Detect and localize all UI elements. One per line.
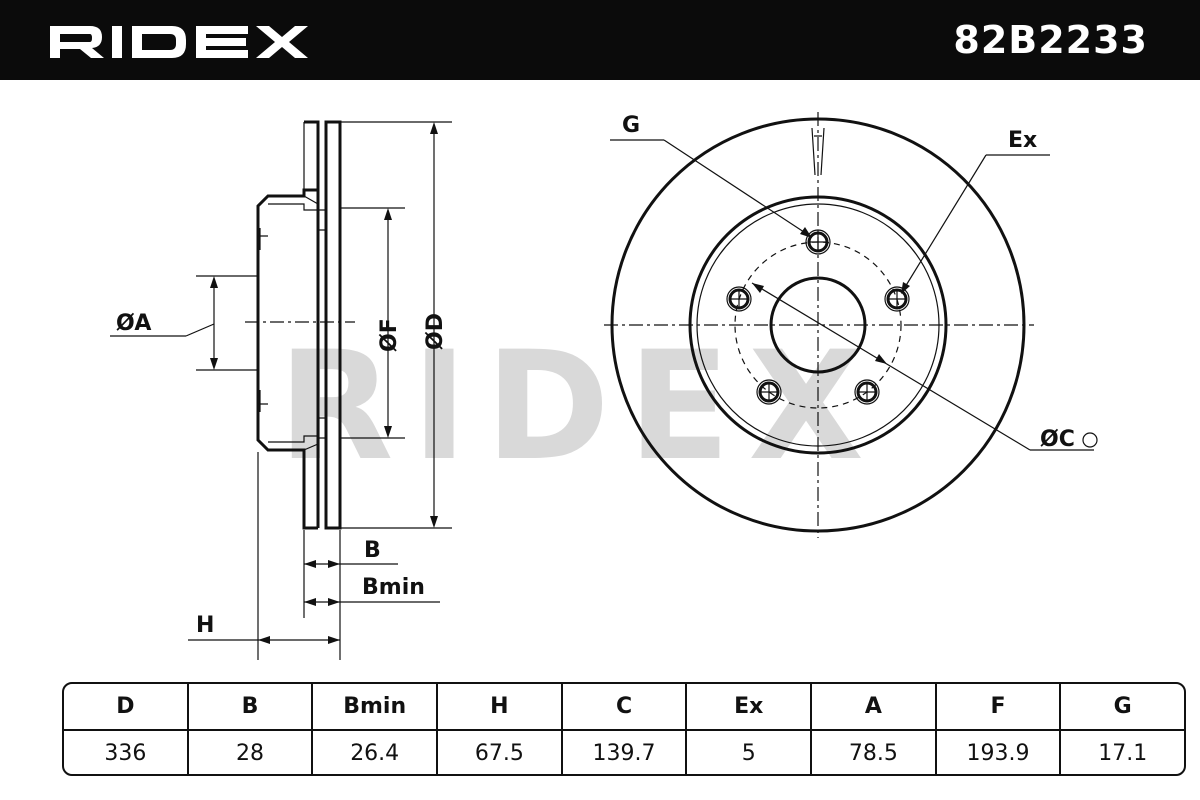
- ridex-logo: [50, 26, 308, 58]
- header-bar: 82B2233: [0, 0, 1200, 80]
- spec-value-d: 336: [64, 731, 189, 774]
- label-dia-c: ØC: [1040, 427, 1075, 452]
- spec-header-g: G: [1113, 694, 1132, 719]
- spec-value-h: 67.5: [438, 731, 563, 774]
- spec-value-f: 193.9: [937, 731, 1062, 774]
- spec-value-b: 28: [189, 731, 314, 774]
- label-ex: Ex: [1008, 128, 1037, 153]
- spec-table-header-row: D B Bmin H C Ex A F G: [64, 684, 1184, 731]
- spec-header-ex: Ex: [687, 684, 813, 729]
- spec-header-h: H: [438, 684, 563, 729]
- spec-value-g: 17.1: [1098, 741, 1148, 766]
- registered-mark-icon: [1082, 432, 1098, 448]
- spec-header-b: B: [189, 684, 314, 729]
- spec-table-value-row: 336 28 26.4 67.5 139.7 5 78.5 193.9 17.1: [64, 731, 1184, 774]
- label-dia-f: ØF: [377, 318, 402, 352]
- bolt-hole-5: [726, 286, 752, 312]
- label-b: B: [364, 538, 381, 563]
- side-view: ØA ØF ØD B Bmin H: [110, 120, 452, 660]
- watermark-text: RIDEX: [278, 320, 882, 494]
- spec-value-c: 139.7: [563, 731, 688, 774]
- label-dia-a: ØA: [116, 311, 151, 336]
- bolt-hole-3: [854, 379, 880, 405]
- spec-header-a: A: [812, 684, 937, 729]
- label-bmin: Bmin: [362, 575, 425, 600]
- bolt-hole-1: [805, 229, 831, 255]
- spec-header-f: F: [937, 684, 1062, 729]
- spec-header-bmin: Bmin: [313, 684, 439, 729]
- label-g: G: [622, 113, 640, 138]
- spec-header-c: C: [563, 684, 688, 729]
- spec-table: D B Bmin H C Ex A F G 336 28 26.4 67.5 1…: [62, 682, 1186, 776]
- front-view: G Ex ØC: [604, 112, 1098, 538]
- spec-value-a: 78.5: [812, 731, 937, 774]
- spec-value-bmin: 26.4: [313, 731, 439, 774]
- label-h: H: [196, 613, 214, 638]
- spec-header-d: D: [64, 684, 189, 729]
- spec-value-ex: 5: [687, 731, 813, 774]
- bolt-hole-2: [884, 286, 910, 312]
- label-dia-d: ØD: [423, 313, 448, 350]
- part-number: 82B2233: [953, 18, 1148, 62]
- technical-drawing: RIDEX ØA ØF ØD B: [110, 112, 1098, 660]
- bolt-hole-4: [756, 379, 782, 405]
